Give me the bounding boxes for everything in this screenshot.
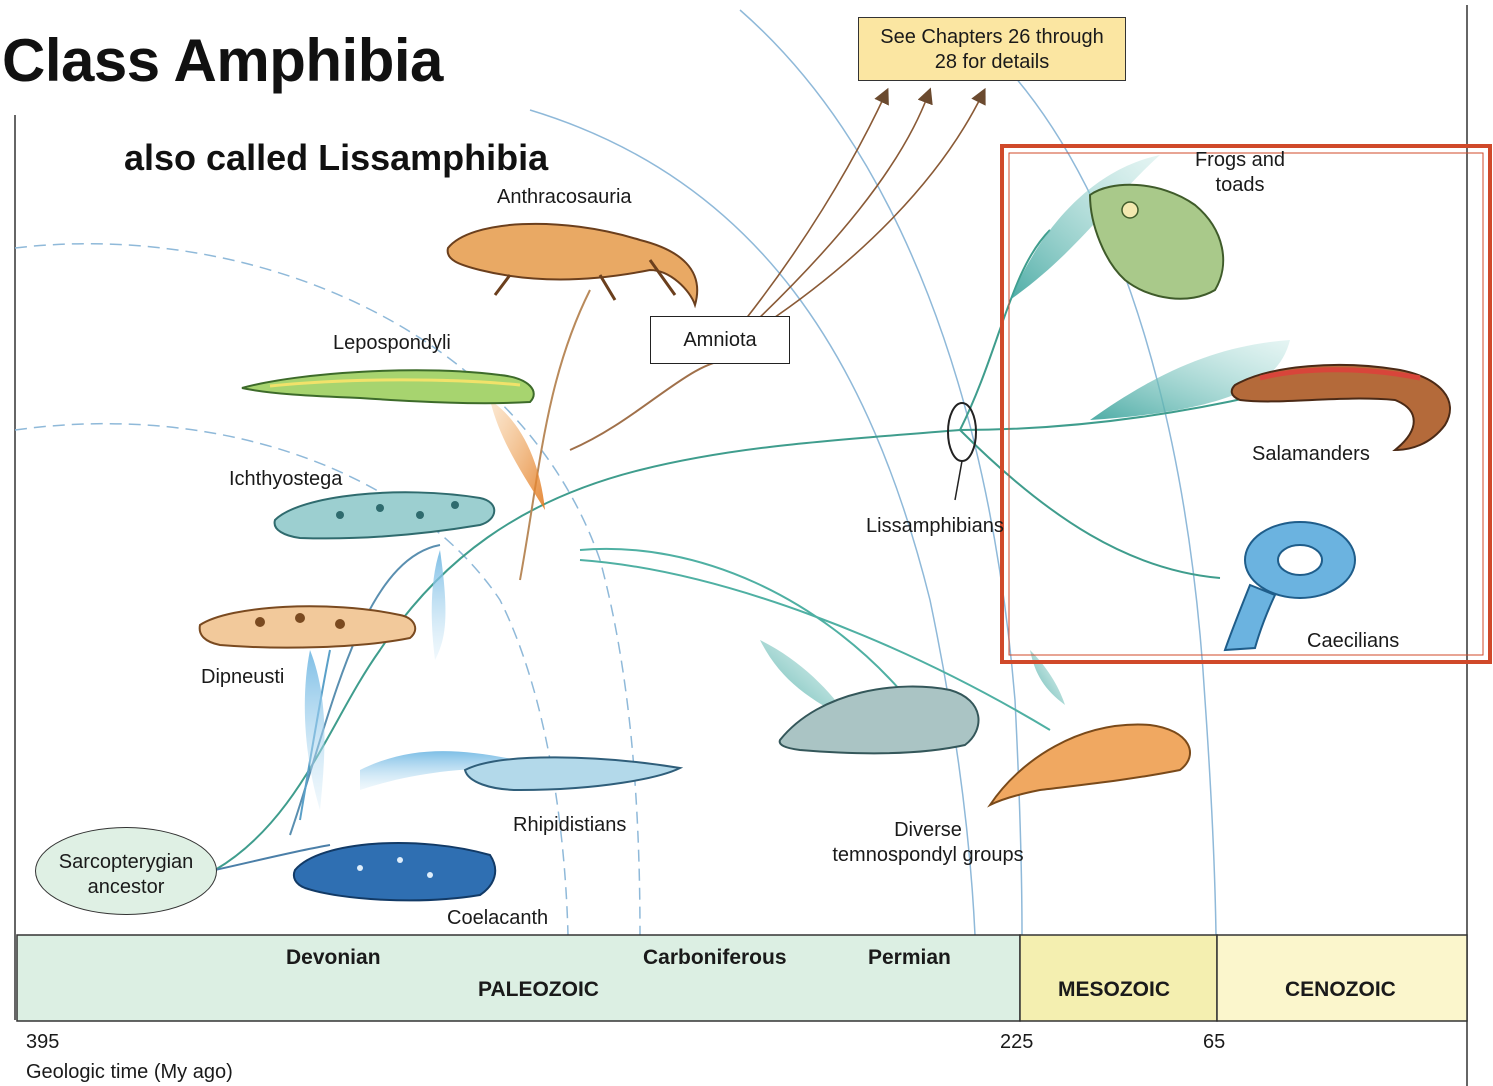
tetrapod-trunk	[215, 430, 960, 870]
page-title: Class Amphibia	[2, 26, 443, 95]
lepospondyli-fan	[490, 400, 545, 510]
callout-line-2: 28 for details	[859, 50, 1125, 75]
era-mesozoic: MESOZOIC	[1058, 978, 1170, 1002]
tick-65: 65	[1203, 1031, 1225, 1054]
lepospondyli-illustration	[242, 370, 534, 403]
callout-line-1: See Chapters 26 through	[859, 25, 1125, 50]
temno-line-2: temnospondyl groups	[818, 843, 1038, 868]
era-cenozoic: CENOZOIC	[1285, 978, 1396, 1002]
period-carboniferous: Carboniferous	[643, 946, 787, 970]
temnospondyl-orange-illustration	[990, 725, 1190, 805]
tick-225: 225	[1000, 1031, 1033, 1054]
ichthyostega-illustration	[275, 492, 495, 538]
ichthyostega-fan	[432, 550, 446, 660]
rhipidistian-illustration	[465, 757, 680, 790]
page-subtitle: also called Lissamphibia	[124, 137, 548, 179]
dipneusti-fan	[305, 650, 325, 810]
temno-branch-1	[580, 549, 900, 690]
anthracosauria-illustration	[448, 224, 698, 305]
axis-label: Geologic time (My ago)	[26, 1061, 233, 1084]
label-rhipidistians: Rhipidistians	[513, 814, 626, 837]
label-frogs-toads: Frogs and toads	[1180, 148, 1300, 198]
arrow-3	[765, 95, 982, 324]
label-ichthyostega: Ichthyostega	[229, 468, 342, 491]
salamander-illustration	[1232, 365, 1450, 450]
caecilian-branch	[960, 430, 1220, 578]
period-permian: Permian	[868, 946, 951, 970]
era-paleozoic: PALEOZOIC	[478, 978, 599, 1002]
solid-arc-mesozoic	[740, 10, 1022, 935]
ancestor-line-1: Sarcopterygian	[36, 850, 216, 875]
frogs-line-2: toads	[1180, 173, 1300, 198]
temno-branch-2	[580, 560, 1050, 730]
period-devonian: Devonian	[286, 946, 381, 970]
label-caecilians: Caecilians	[1307, 630, 1399, 653]
label-dipneusti: Dipneusti	[201, 666, 284, 689]
tick-395: 395	[26, 1031, 59, 1054]
label-coelacanth: Coelacanth	[447, 907, 548, 930]
arrow-1	[745, 95, 885, 320]
label-anthracosauria: Anthracosauria	[497, 186, 632, 209]
frogs-line-1: Frogs and	[1180, 148, 1300, 173]
ancestor-line-2: ancestor	[36, 875, 216, 900]
dipneusti-illustration	[200, 606, 416, 647]
temno-fan-2	[1030, 650, 1065, 705]
chapters-callout: See Chapters 26 through 28 for details	[858, 17, 1126, 81]
sarcopterygian-ancestor-node: Sarcopterygian ancestor	[35, 827, 217, 915]
coelacanth-illustration	[294, 843, 495, 900]
label-lepospondyli: Lepospondyli	[333, 332, 451, 355]
label-temnospondyls: Diverse temnospondyl groups	[818, 818, 1038, 868]
amniota-branch	[570, 360, 730, 450]
frog-illustration	[1090, 185, 1223, 299]
label-amniota: Amniota	[650, 316, 790, 364]
label-lissamphibians: Lissamphibians	[866, 515, 1004, 538]
lissamphibian-leader-line	[955, 461, 962, 500]
amniota-arrows	[745, 95, 982, 324]
label-salamanders: Salamanders	[1252, 443, 1370, 466]
temno-line-1: Diverse	[818, 818, 1038, 843]
